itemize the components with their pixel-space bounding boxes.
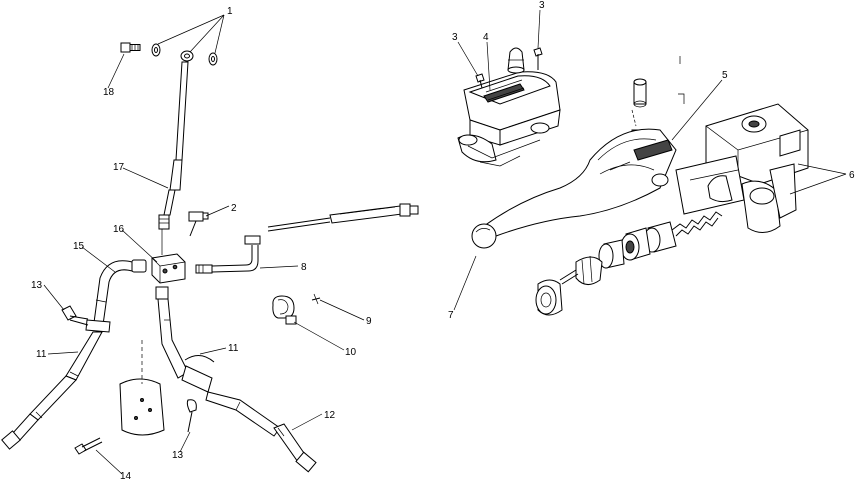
banjo-washers — [151, 43, 218, 66]
hose-clamp — [272, 293, 321, 325]
callout-9: 9 — [366, 316, 372, 327]
right-brake-hose — [155, 286, 317, 473]
rear-brake-line — [195, 203, 419, 274]
master-cylinder-body — [675, 103, 809, 233]
reservoir-cap — [507, 47, 525, 74]
left-brake-hose — [1, 259, 147, 450]
upper-brake-hose — [158, 61, 189, 255]
dust-boot — [535, 255, 603, 316]
callout-13-left: 13 — [31, 280, 43, 291]
callout-14: 14 — [120, 471, 132, 479]
callout-3-top: 3 — [539, 0, 545, 11]
brake-light-switch — [188, 211, 209, 237]
pivot-pin — [631, 56, 685, 139]
callout-13-bottom: 13 — [172, 450, 184, 461]
callout-4: 4 — [483, 32, 489, 43]
cover-screws — [475, 47, 543, 89]
callout-labels: 1 2 3 3 4 5 6 7 8 9 10 11 11 12 13 13 14… — [31, 0, 855, 479]
mounting-plate — [74, 340, 165, 455]
junction-block — [151, 253, 186, 284]
banjo-bolt — [120, 42, 141, 53]
callout-5: 5 — [722, 70, 728, 81]
brake-line-assembly — [1, 14, 419, 475]
callout-12: 12 — [324, 410, 336, 421]
hose-clip — [186, 399, 197, 433]
callout-10: 10 — [345, 347, 357, 358]
callout-11-right: 11 — [228, 343, 239, 354]
callout-8: 8 — [301, 262, 307, 273]
callout-16: 16 — [113, 224, 125, 235]
callout-7: 7 — [448, 310, 454, 321]
callout-6: 6 — [849, 170, 855, 181]
leader-lines-left — [43, 14, 365, 475]
brake-lever — [471, 128, 677, 249]
piston-spring-set — [598, 211, 723, 269]
callout-15: 15 — [73, 241, 85, 252]
leader-lines-right — [453, 9, 847, 311]
callout-11-left: 11 — [36, 349, 47, 360]
callout-3-left: 3 — [452, 32, 458, 43]
reservoir-cover — [457, 71, 561, 167]
master-cylinder-assembly — [453, 9, 847, 316]
callout-17: 17 — [113, 162, 125, 173]
callout-18: 18 — [103, 87, 115, 98]
callout-2: 2 — [231, 203, 237, 214]
callout-1: 1 — [227, 6, 233, 17]
